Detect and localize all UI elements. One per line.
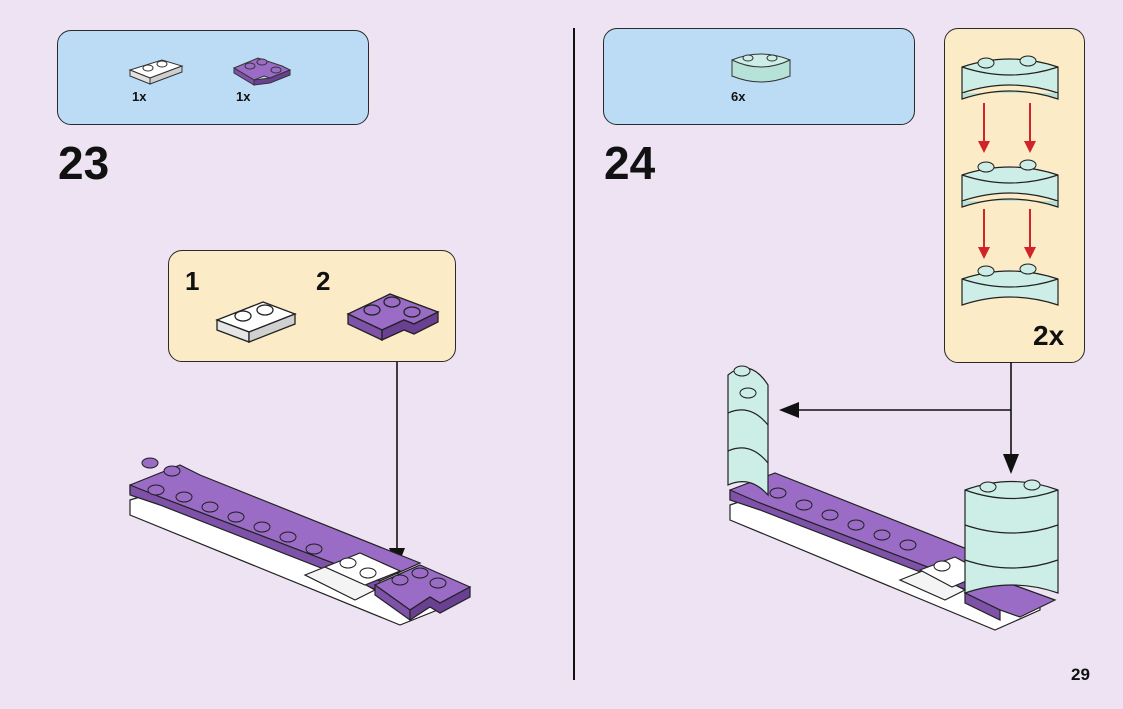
substep2-number: 2 (316, 266, 331, 296)
mint-curved-brick-icon (731, 53, 791, 83)
step24-placement-arrows (779, 362, 1019, 474)
step23-parts-box (57, 30, 369, 125)
step23-part2-qty: 1x (236, 89, 251, 104)
step24-model (727, 365, 1059, 631)
step23-part1-qty: 1x (132, 89, 147, 104)
purple-corner-plate-icon (232, 57, 292, 86)
page-number: 29 (1071, 665, 1090, 684)
substep1-number: 1 (185, 266, 200, 296)
page-divider (573, 28, 575, 680)
mint-brick-stack (961, 55, 1059, 306)
subassembly-multiplier: 2x (1033, 320, 1065, 351)
white-plate-1x2-icon (128, 59, 184, 85)
step23-model (129, 457, 472, 626)
white-plate-1x2-icon (215, 301, 297, 343)
step24-number: 24 (604, 137, 656, 189)
step23-number: 23 (58, 137, 110, 189)
purple-corner-plate-icon (346, 293, 440, 342)
step24-part1-qty: 6x (731, 89, 746, 104)
